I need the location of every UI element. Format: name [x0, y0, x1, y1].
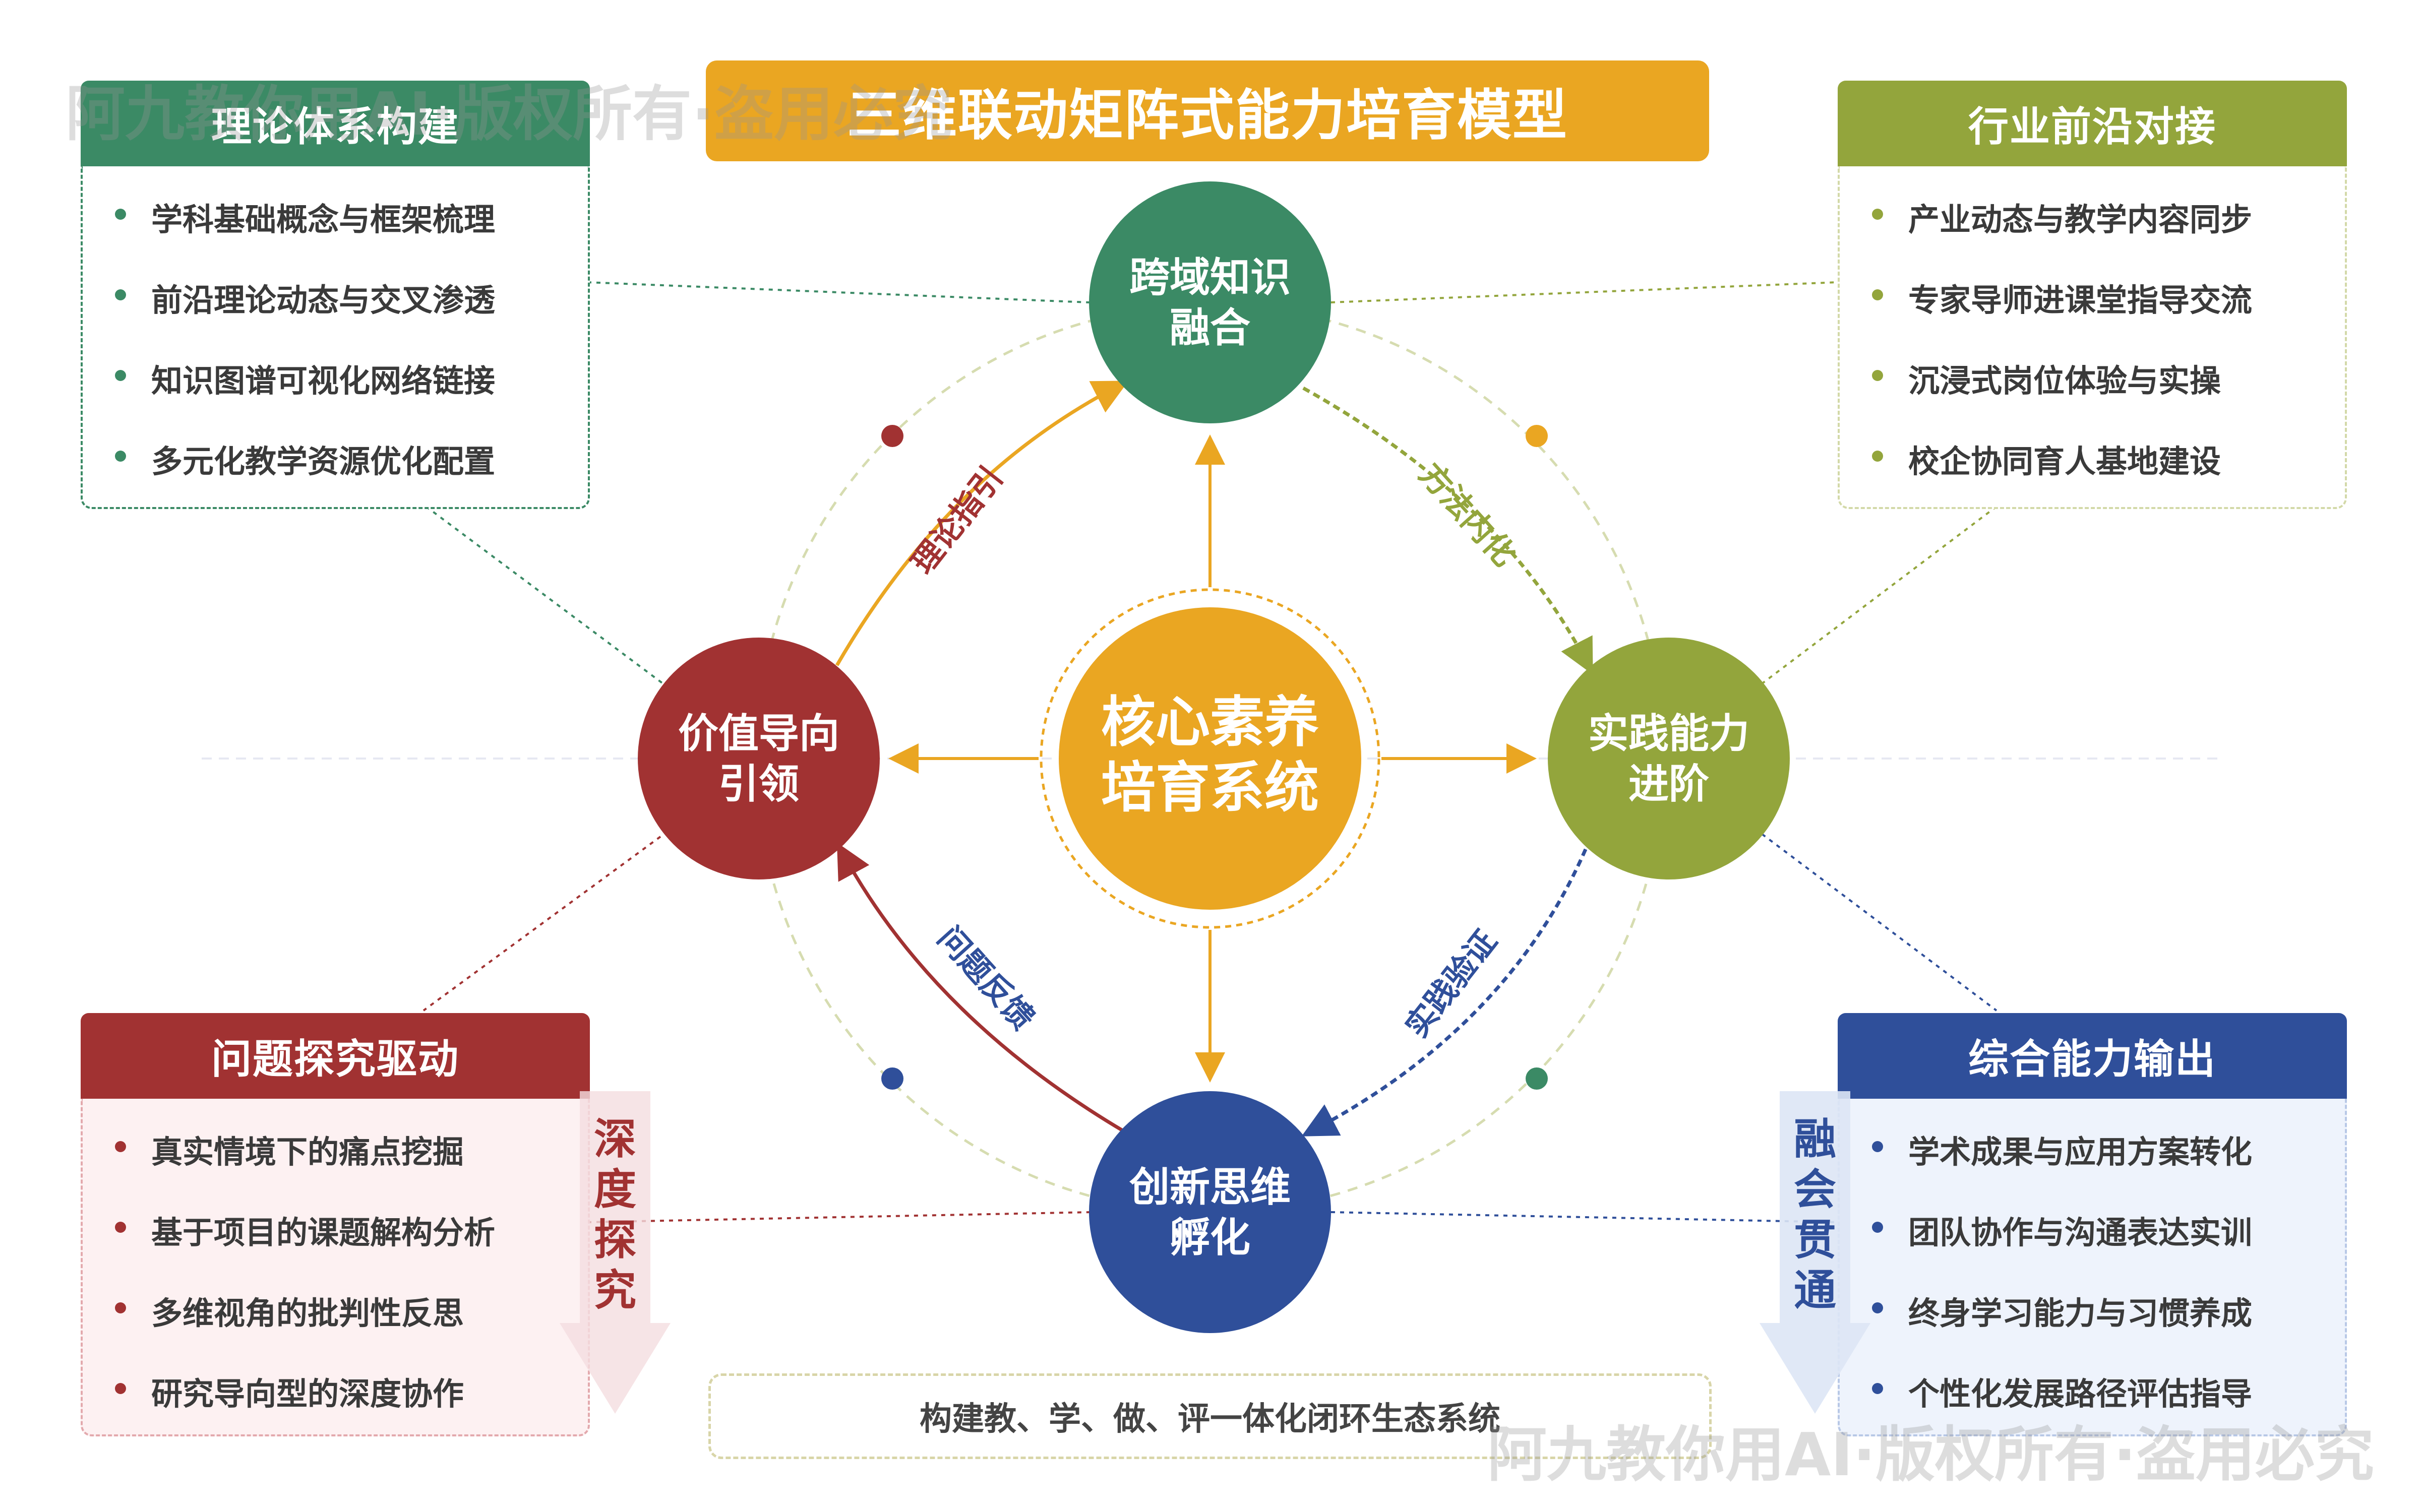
node-top-line1: 跨域知识	[1129, 254, 1291, 301]
node-bottom-line1: 创新思维	[1129, 1164, 1291, 1211]
list-item: 真实情境下的痛点挖掘	[151, 1133, 464, 1170]
side-label-deep-inquiry: 深 度 探 究	[587, 1114, 643, 1315]
panel-industry-frontier-header: 行业前沿对接	[1838, 81, 2347, 166]
list-item: 校企协同育人基地建设	[1908, 443, 2221, 480]
bullet-icon	[1872, 370, 1883, 381]
watermark-top: 阿九教你用AI·版权所有·盗用必究	[66, 79, 952, 149]
bullet-icon	[115, 1222, 126, 1233]
list-item: 产业动态与教学内容同步	[1908, 201, 2253, 238]
center-core	[1059, 607, 1361, 910]
list-item: 研究导向型的深度协作	[151, 1375, 464, 1412]
arrow-label-method: 方法内化	[1412, 456, 1523, 573]
node-bottom-circle	[1089, 1091, 1331, 1333]
node-right-line1: 实践能力	[1588, 710, 1749, 757]
bullet-icon	[115, 1302, 126, 1313]
arrow-problem-feedback	[836, 842, 1125, 1133]
down-arrow-left-icon	[560, 1091, 671, 1414]
list-item: 基于项目的课题解构分析	[151, 1214, 496, 1251]
node-left-line1: 价值导向	[678, 710, 839, 757]
side-label-char: 究	[593, 1266, 636, 1315]
list-item: 沉浸式岗位体验与实操	[1908, 362, 2221, 399]
bullet-icon	[115, 1141, 126, 1152]
list-item: 多维视角的批判性反思	[151, 1295, 464, 1332]
center-title-line1: 核心素养	[1101, 691, 1319, 754]
bullet-icon	[1872, 209, 1883, 220]
node-right-line2: 进阶	[1628, 761, 1709, 807]
panel-industry-frontier-body	[1838, 166, 2347, 509]
side-label-char: 探	[593, 1215, 636, 1265]
bullet-icon	[115, 1383, 126, 1394]
side-label-char: 会	[1793, 1165, 1836, 1214]
list-item: 终身学习能力与习惯养成	[1908, 1295, 2253, 1332]
node-right-circle	[1548, 638, 1790, 879]
node-left-line2: 引领	[718, 761, 799, 807]
list-item: 团队协作与沟通表达实训	[1908, 1214, 2253, 1251]
down-arrow-right-icon	[1760, 1091, 1870, 1414]
side-label-char: 通	[1793, 1266, 1836, 1315]
connector-bottom-left	[587, 1211, 1092, 1223]
connector-right-bottomright	[1761, 833, 1998, 1012]
connector-bottom-right	[1330, 1211, 1838, 1223]
bullet-icon	[115, 289, 126, 300]
bullet-icon	[1872, 451, 1883, 462]
node-bottom-line2: 孵化	[1170, 1214, 1250, 1261]
node-top-line2: 融合	[1170, 304, 1250, 351]
connector-left-bottomleft	[422, 836, 661, 1012]
center-title-line2: 培育系统	[1101, 757, 1319, 820]
side-label-char: 度	[593, 1165, 636, 1214]
bottom-summary-note: 构建教、学、做、评一体化闭环生态系统	[708, 1373, 1712, 1459]
arrow-practice-validation	[1301, 848, 1588, 1137]
arrow-label-practice: 实践验证	[1398, 923, 1504, 1044]
list-item: 专家导师进课堂指导交流	[1908, 282, 2253, 319]
list-item: 个性化发展路径评估指导	[1908, 1375, 2253, 1412]
arrow-label-theory: 理论指引	[904, 460, 1010, 581]
connector-left-topleft	[425, 506, 667, 686]
bullet-icon	[115, 451, 126, 462]
page-title: 三维联动矩阵式能力培育模型	[706, 60, 1709, 161]
side-label-char: 融	[1793, 1114, 1836, 1164]
orbit-dot-blue	[881, 1067, 903, 1090]
center-halo	[1040, 588, 1380, 929]
connector-top-left	[587, 281, 1090, 303]
connector-right-topright	[1759, 506, 1998, 686]
side-label-char: 深	[593, 1114, 636, 1164]
node-top-circle	[1089, 181, 1331, 423]
list-item: 多元化教学资源优化配置	[151, 443, 496, 480]
panel-comprehensive-output-header: 综合能力输出	[1838, 1013, 2347, 1099]
node-left-circle	[638, 638, 880, 879]
orbit-dot-green	[1526, 1067, 1548, 1090]
panel-theory-system-body	[81, 166, 590, 509]
panel-theory-system-header: 理论体系构建	[81, 81, 590, 166]
bullet-icon	[1872, 1141, 1883, 1152]
side-label-mastery: 融 会 贯 通	[1787, 1114, 1843, 1315]
watermark-bottom: 阿九教你用AI·版权所有·盗用必究	[1487, 1420, 2374, 1489]
list-item: 学术成果与应用方案转化	[1908, 1133, 2253, 1170]
bullet-icon	[1872, 1383, 1883, 1394]
bullet-icon	[1872, 1222, 1883, 1233]
arrow-method-internalization	[1302, 386, 1593, 675]
orbit-dot-red	[881, 425, 903, 447]
arrow-label-feedback: 问题反馈	[931, 919, 1042, 1037]
bullet-icon	[1872, 289, 1883, 300]
panel-problem-inquiry-body	[81, 1099, 590, 1436]
panel-comprehensive-output-body	[1838, 1099, 2347, 1436]
bullet-icon	[115, 209, 126, 220]
orbit-dot-orange	[1526, 425, 1548, 447]
list-item: 学科基础概念与框架梳理	[151, 201, 496, 238]
bullet-icon	[115, 370, 126, 381]
connector-top-right	[1330, 281, 1838, 303]
bullet-icon	[1872, 1302, 1883, 1313]
list-item: 知识图谱可视化网络链接	[151, 362, 496, 399]
list-item: 前沿理论动态与交叉渗透	[151, 282, 496, 319]
arrow-theory-guidance	[835, 381, 1129, 666]
side-label-char: 贯	[1793, 1215, 1836, 1265]
panel-problem-inquiry-header: 问题探究驱动	[81, 1013, 590, 1099]
